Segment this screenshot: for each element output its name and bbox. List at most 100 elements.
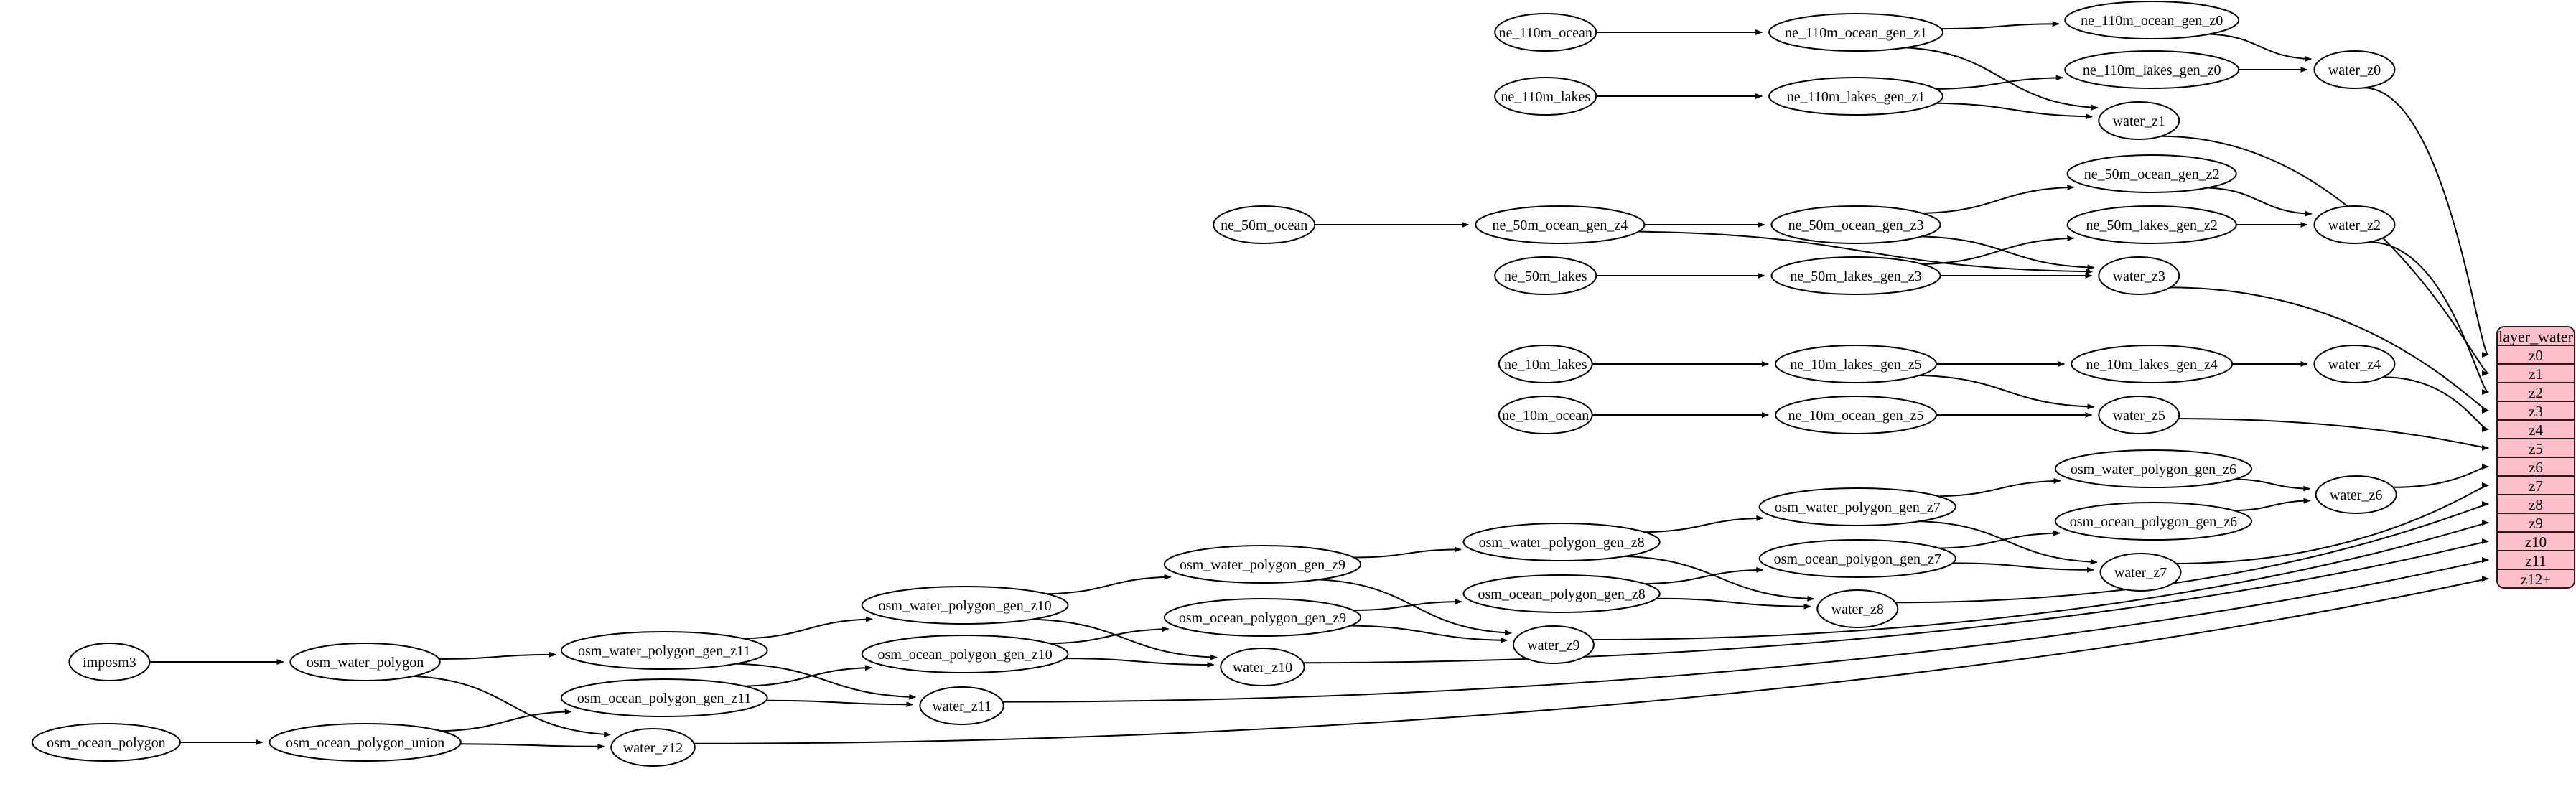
node-label: water_z5 bbox=[2113, 408, 2165, 424]
graph-node-osm_water_polygon_gen_z8[interactable]: osm_water_polygon_gen_z8 bbox=[1462, 523, 1661, 561]
graph-node-water_z8[interactable]: water_z8 bbox=[1816, 589, 1899, 628]
graph-node-water_z11[interactable]: water_z11 bbox=[919, 686, 1004, 725]
layer-table-row-z12+[interactable]: z12+ bbox=[2521, 571, 2551, 588]
node-ellipse bbox=[31, 723, 181, 762]
graph-node-water_z9[interactable]: water_z9 bbox=[1512, 625, 1595, 664]
graph-node-water_z10[interactable]: water_z10 bbox=[1220, 648, 1305, 686]
graph-node-osm_ocean_polygon_gen_z7[interactable]: osm_ocean_polygon_gen_z7 bbox=[1758, 539, 1956, 578]
graph-node-osm_ocean_polygon_gen_z9[interactable]: osm_ocean_polygon_gen_z9 bbox=[1163, 598, 1362, 637]
node-label: ne_10m_lakes bbox=[1504, 357, 1587, 373]
graph-node-ne_110m_ocean_gen_z1[interactable]: ne_110m_ocean_gen_z1 bbox=[1768, 13, 1944, 52]
node-ellipse bbox=[1475, 205, 1646, 244]
graph-node-ne_50m_lakes_gen_z2[interactable]: ne_50m_lakes_gen_z2 bbox=[2066, 205, 2237, 244]
graph-edge bbox=[1941, 21, 2060, 30]
layer-table-row-z1[interactable]: z1 bbox=[2529, 365, 2543, 383]
graph-edge-to-layer bbox=[2170, 286, 2489, 414]
graph-node-ne_50m_lakes_gen_z3[interactable]: ne_50m_lakes_gen_z3 bbox=[1770, 256, 1941, 295]
node-ellipse bbox=[2098, 101, 2180, 140]
graph-edge bbox=[736, 663, 917, 700]
graph-node-osm_ocean_polygon_gen_z8[interactable]: osm_ocean_polygon_gen_z8 bbox=[1462, 574, 1661, 613]
graph-node-water_z5[interactable]: water_z5 bbox=[2098, 396, 2180, 434]
node-ellipse bbox=[1220, 648, 1305, 686]
graph-edge bbox=[765, 699, 914, 708]
node-ellipse bbox=[2071, 345, 2234, 383]
graph-node-osm_ocean_polygon_gen_z11[interactable]: osm_ocean_polygon_gen_z11 bbox=[560, 678, 768, 717]
graph-node-ne_10m_ocean[interactable]: ne_10m_ocean bbox=[1498, 396, 1593, 434]
graph-node-ne_50m_ocean_gen_z2[interactable]: ne_50m_ocean_gen_z2 bbox=[2066, 154, 2237, 193]
node-ellipse bbox=[560, 678, 768, 717]
graph-edge bbox=[1317, 579, 1512, 636]
node-ellipse bbox=[1758, 539, 1956, 578]
graph-node-water_z7[interactable]: water_z7 bbox=[2099, 553, 2182, 592]
graph-node-osm_water_polygon[interactable]: osm_water_polygon bbox=[289, 643, 441, 681]
graph-node-osm_water_polygon_gen_z6[interactable]: osm_water_polygon_gen_z6 bbox=[2054, 449, 2253, 488]
node-label: imposm3 bbox=[83, 655, 136, 671]
node-label: ne_50m_ocean_gen_z3 bbox=[1788, 218, 1924, 233]
node-label: osm_ocean_polygon_union bbox=[286, 735, 444, 751]
node-label: osm_ocean_polygon_gen_z10 bbox=[877, 647, 1052, 663]
graph-node-ne_50m_ocean[interactable]: ne_50m_ocean bbox=[1213, 205, 1316, 244]
graph-node-ne_10m_lakes[interactable]: ne_10m_lakes bbox=[1498, 345, 1593, 383]
node-label: osm_water_polygon bbox=[307, 655, 424, 671]
graph-node-osm_ocean_polygon[interactable]: osm_ocean_polygon bbox=[31, 723, 181, 762]
layer-table-row-z9[interactable]: z9 bbox=[2529, 515, 2543, 532]
graph-node-ne_10m_lakes_gen_z5[interactable]: ne_10m_lakes_gen_z5 bbox=[1775, 345, 1938, 383]
graph-node-osm_ocean_polygon_union[interactable]: osm_ocean_polygon_union bbox=[269, 723, 462, 762]
layer-table-row-z10[interactable]: z10 bbox=[2525, 533, 2547, 551]
graph-node-ne_50m_lakes[interactable]: ne_50m_lakes bbox=[1494, 256, 1597, 295]
node-label: water_z4 bbox=[2328, 357, 2381, 373]
graph-node-ne_110m_lakes[interactable]: ne_110m_lakes bbox=[1494, 77, 1597, 116]
graph-node-water_z0[interactable]: water_z0 bbox=[2313, 50, 2396, 89]
graph-edge bbox=[413, 675, 611, 737]
node-ellipse bbox=[1816, 589, 1899, 628]
node-ellipse bbox=[1498, 345, 1593, 383]
graph-node-osm_water_polygon_gen_z11[interactable]: osm_water_polygon_gen_z11 bbox=[560, 631, 768, 670]
graph-node-osm_water_polygon_gen_z10[interactable]: osm_water_polygon_gen_z10 bbox=[861, 586, 1069, 625]
graph-node-osm_ocean_polygon_gen_z6[interactable]: osm_ocean_polygon_gen_z6 bbox=[2054, 502, 2253, 541]
graph-node-ne_110m_lakes_gen_z0[interactable]: ne_110m_lakes_gen_z0 bbox=[2064, 50, 2240, 89]
graph-node-ne_10m_lakes_gen_z4[interactable]: ne_10m_lakes_gen_z4 bbox=[2071, 345, 2234, 383]
layer-table-row-z7[interactable]: z7 bbox=[2529, 477, 2543, 495]
node-label: ne_50m_lakes_gen_z2 bbox=[2086, 218, 2218, 233]
graph-edge bbox=[1065, 658, 1215, 668]
node-label: osm_ocean_polygon_gen_z7 bbox=[1774, 551, 1941, 567]
graph-node-ne_110m_ocean[interactable]: ne_110m_ocean bbox=[1494, 13, 1597, 52]
graph-node-ne_10m_ocean_gen_z5[interactable]: ne_10m_ocean_gen_z5 bbox=[1775, 396, 1938, 434]
graph-node-osm_water_polygon_gen_z7[interactable]: osm_water_polygon_gen_z7 bbox=[1758, 487, 1956, 526]
graph-edge-to-layer bbox=[2393, 464, 2489, 488]
graph-edge bbox=[1350, 625, 1508, 643]
graph-edge bbox=[1353, 599, 1462, 611]
node-ellipse bbox=[2313, 205, 2396, 244]
edges-layer bbox=[149, 21, 2489, 750]
graph-node-ne_50m_ocean_gen_z4[interactable]: ne_50m_ocean_gen_z4 bbox=[1475, 205, 1646, 244]
layer-table-row-z3[interactable]: z3 bbox=[2529, 403, 2543, 420]
graph-node-water_z3[interactable]: water_z3 bbox=[2098, 256, 2180, 295]
layer-table-row-z5[interactable]: z5 bbox=[2529, 440, 2543, 457]
layer-table-row-z2[interactable]: z2 bbox=[2529, 384, 2543, 401]
node-ellipse bbox=[2064, 1, 2240, 39]
graph-node-osm_ocean_polygon_gen_z10[interactable]: osm_ocean_polygon_gen_z10 bbox=[861, 635, 1069, 673]
layer-table-row-z11[interactable]: z11 bbox=[2525, 552, 2547, 569]
graph-node-ne_110m_ocean_gen_z0[interactable]: ne_110m_ocean_gen_z0 bbox=[2064, 1, 2240, 39]
layer-table-row-z8[interactable]: z8 bbox=[2529, 496, 2543, 513]
layer-table-row-z0[interactable]: z0 bbox=[2529, 347, 2543, 364]
graph-edge bbox=[1050, 626, 1170, 645]
graph-node-water_z2[interactable]: water_z2 bbox=[2313, 205, 2396, 244]
graph-node-water_z1[interactable]: water_z1 bbox=[2098, 101, 2180, 140]
graph-node-osm_water_polygon_gen_z9[interactable]: osm_water_polygon_gen_z9 bbox=[1163, 545, 1362, 584]
graph-node-water_z4[interactable]: water_z4 bbox=[2313, 345, 2396, 383]
node-ellipse bbox=[1462, 523, 1661, 561]
node-label: osm_water_polygon_gen_z7 bbox=[1775, 500, 1941, 515]
graph-edge bbox=[1922, 185, 2075, 214]
graph-node-imposm3[interactable]: imposm3 bbox=[68, 643, 151, 681]
node-label: water_z9 bbox=[1527, 638, 1579, 653]
layer-table-row-z6[interactable]: z6 bbox=[2529, 459, 2543, 476]
node-ellipse bbox=[269, 723, 462, 762]
graph-node-water_z6[interactable]: water_z6 bbox=[2315, 475, 2397, 514]
layer-table-row-z4[interactable]: z4 bbox=[2529, 421, 2543, 439]
layer-table-title: layer_water bbox=[2498, 328, 2573, 346]
node-ellipse bbox=[2066, 154, 2237, 193]
graph-node-ne_110m_lakes_gen_z1[interactable]: ne_110m_lakes_gen_z1 bbox=[1768, 77, 1944, 116]
graph-node-water_z12[interactable]: water_z12 bbox=[610, 728, 696, 767]
graph-node-ne_50m_ocean_gen_z3[interactable]: ne_50m_ocean_gen_z3 bbox=[1770, 205, 1941, 244]
